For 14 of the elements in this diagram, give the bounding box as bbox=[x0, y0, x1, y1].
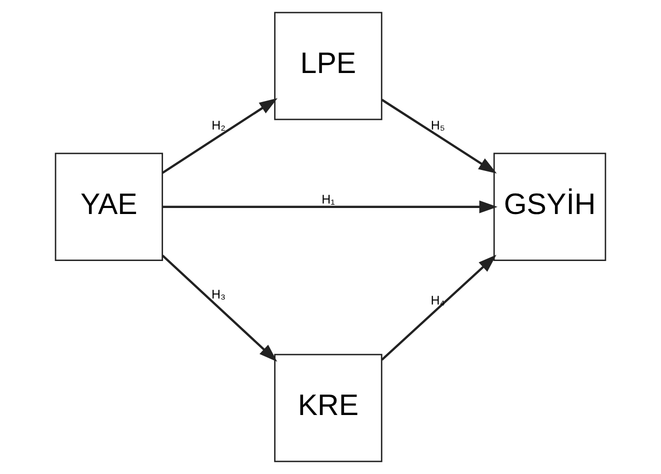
edge-label: H₂ bbox=[212, 118, 226, 132]
arrow bbox=[162, 200, 498, 214]
arrow bbox=[381, 254, 496, 361]
edge-label: H₅ bbox=[430, 118, 445, 132]
node-box: KRE bbox=[274, 354, 382, 462]
arrow bbox=[162, 98, 278, 174]
edge-label: H₁ bbox=[322, 192, 335, 206]
arrow bbox=[162, 254, 278, 362]
node-box: GSYİH bbox=[493, 152, 606, 261]
edge-label: H₃ bbox=[212, 288, 226, 302]
node-box: LPE bbox=[274, 12, 382, 120]
arrow bbox=[381, 98, 497, 174]
node-box: YAE bbox=[54, 152, 164, 261]
edge-label: H₄ bbox=[430, 293, 445, 308]
